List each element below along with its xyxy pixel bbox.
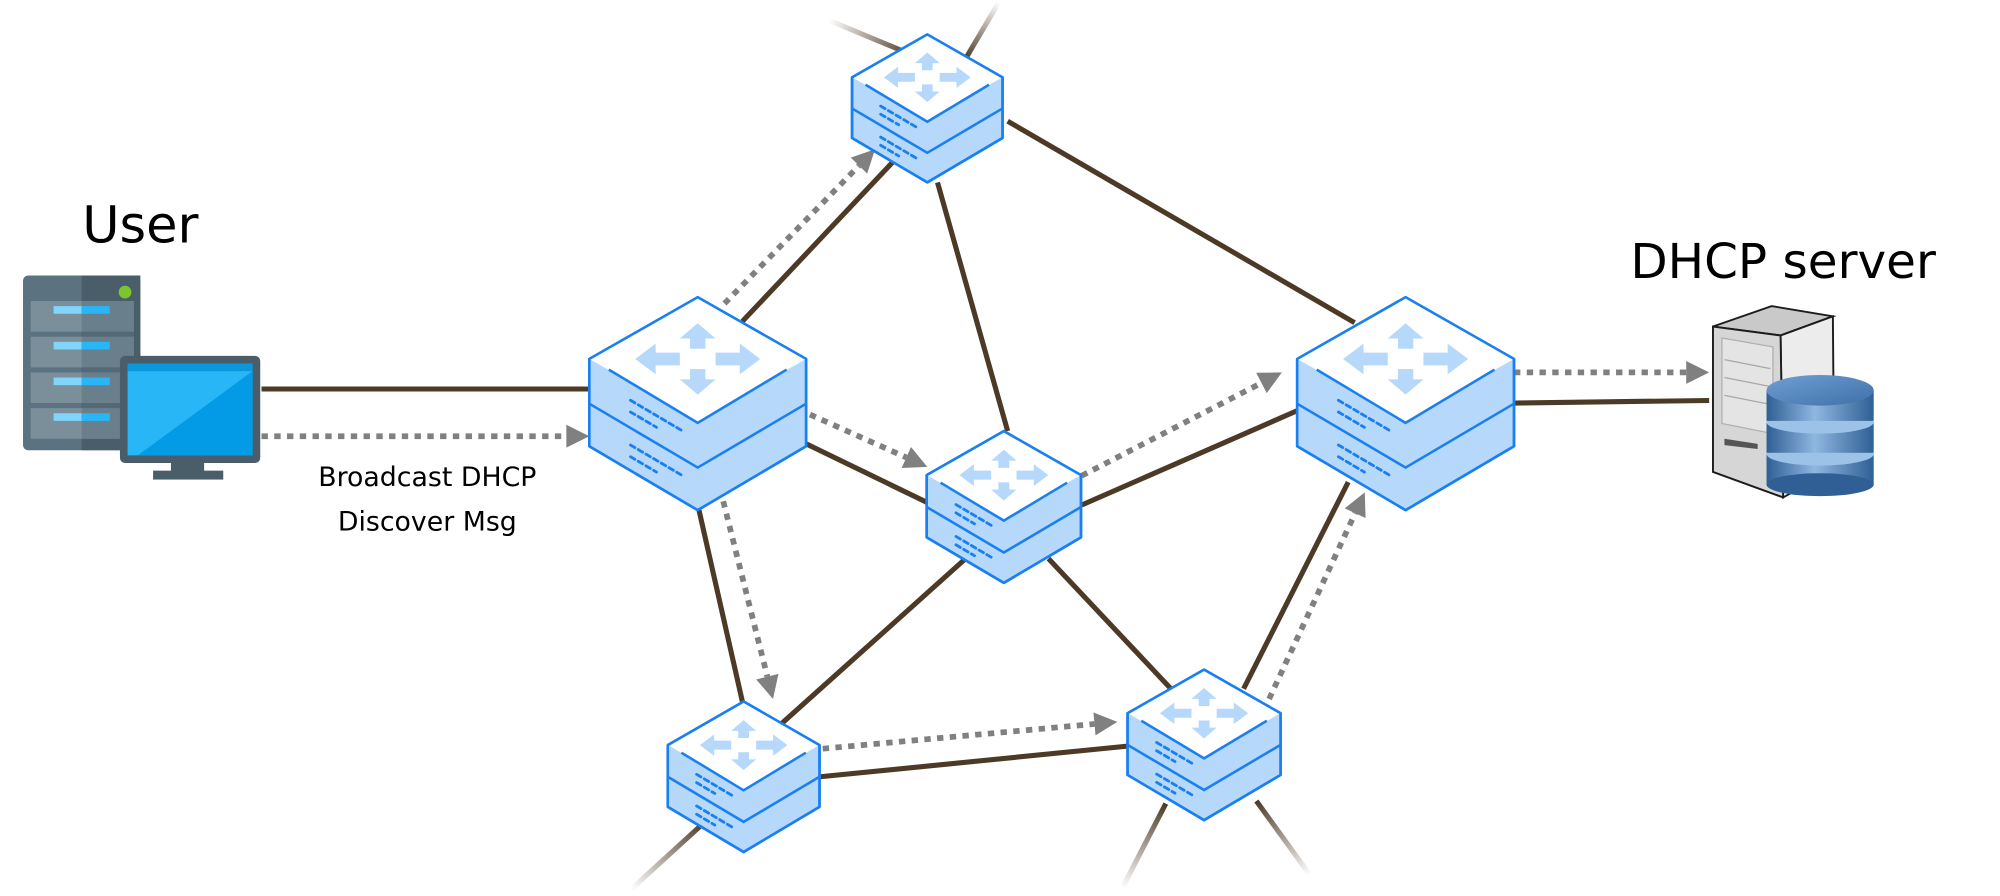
network-link-stub [963, 1, 1001, 60]
broadcast-arrow-line [808, 411, 908, 461]
router-port-dashes [629, 443, 684, 478]
network-link [740, 160, 895, 324]
router-icon [1295, 295, 1516, 512]
network-link-stub [629, 820, 706, 891]
router-port-dashes [1155, 741, 1195, 766]
router-port-dashes [695, 812, 717, 827]
four-way-arrows-icon [959, 449, 1049, 501]
broadcast-message-label-line2: Discover Msg [338, 507, 517, 538]
broadcast-message-label-line1: Broadcast DHCP [318, 462, 536, 493]
network-links [261, 1, 1710, 891]
network-link [805, 441, 929, 505]
router-port-dashes [879, 143, 901, 158]
network-link [1513, 397, 1710, 406]
router-port-dashes [629, 455, 658, 474]
router-port-dashes [1336, 455, 1366, 474]
router-icon [1126, 668, 1282, 822]
broadcast-arrow-line [722, 163, 862, 306]
router-outline [1295, 295, 1516, 512]
router-icon [588, 295, 808, 512]
router-layer-divider [1296, 402, 1515, 470]
arrowhead-icon [1093, 712, 1118, 736]
arrowhead-icon [1256, 372, 1282, 394]
router-port-dashes [1155, 780, 1177, 795]
four-way-arrows-icon [1159, 688, 1249, 739]
user-label: User [82, 196, 198, 255]
router-top-edge [1140, 719, 1268, 760]
arrowhead-icon [756, 673, 779, 699]
four-way-arrows-icon [699, 720, 788, 771]
network-link [696, 509, 745, 703]
arrowhead-icon [901, 446, 928, 468]
network-routers [588, 33, 1516, 854]
network-link [1080, 408, 1299, 508]
router-layer-divider [667, 775, 821, 824]
arrowhead-icon [850, 149, 876, 174]
router-port-dashes [1155, 772, 1195, 798]
four-way-arrows-icon [883, 52, 971, 103]
broadcast-arrow-line [720, 500, 771, 678]
router-layer-divider [851, 107, 1004, 155]
router-outline [850, 33, 1004, 184]
router-top-edge [939, 481, 1068, 523]
arrowhead-icon [1686, 360, 1710, 384]
arrowhead-icon [566, 424, 590, 448]
router-icon [925, 429, 1083, 585]
router-outline [588, 295, 808, 512]
arrowhead-icon [1344, 492, 1366, 518]
network-link [1006, 118, 1356, 325]
router-layer-divider [588, 402, 807, 470]
dhcp-server-label: DHCP server [1630, 234, 1936, 290]
broadcast-arrow-line [1266, 511, 1358, 701]
router-layer-divider [1126, 743, 1282, 792]
router-port-dashes [1155, 749, 1177, 763]
router-port-dashes [879, 135, 919, 160]
router-outline [1126, 668, 1282, 822]
router-outline [925, 429, 1083, 585]
router-port-dashes [1336, 410, 1366, 429]
router-port-dashes [954, 503, 995, 528]
router-port-dashes [1336, 443, 1392, 478]
router-icon [850, 33, 1004, 184]
network-link [935, 181, 1011, 432]
broadcast-arrow-line [1080, 380, 1263, 479]
network-link-stub [828, 18, 913, 58]
four-way-arrows-icon [635, 323, 761, 395]
network-link-stub [1120, 802, 1169, 889]
router-port-dashes [954, 511, 976, 526]
broadcast-path-arrows [261, 149, 1710, 752]
router-top-edge [608, 368, 788, 425]
router-port-dashes [879, 104, 919, 129]
router-top-edge [1316, 368, 1496, 425]
router-icon [666, 700, 821, 854]
router-outline [666, 700, 821, 854]
dhcp-server-icon [1712, 305, 1874, 500]
user-computer-icon [23, 275, 261, 480]
router-port-dashes [954, 535, 995, 560]
broadcast-arrow-line [822, 721, 1095, 752]
four-way-arrows-icon [1343, 323, 1469, 395]
network-link-stub [1254, 799, 1312, 877]
router-port-dashes [695, 781, 717, 795]
router-top-edge [864, 83, 990, 124]
router-port-dashes [879, 112, 901, 127]
router-port-dashes [629, 410, 658, 429]
router-port-dashes [695, 772, 735, 798]
router-port-dashes [629, 398, 684, 433]
router-port-dashes [695, 804, 735, 830]
router-layer-divider [926, 505, 1082, 555]
network-link [778, 556, 968, 727]
router-port-dashes [1336, 398, 1392, 433]
router-top-edge [680, 751, 807, 792]
router-port-dashes [954, 543, 976, 558]
network-link [819, 743, 1128, 780]
network-link [1241, 480, 1351, 690]
network-link [1046, 556, 1173, 691]
